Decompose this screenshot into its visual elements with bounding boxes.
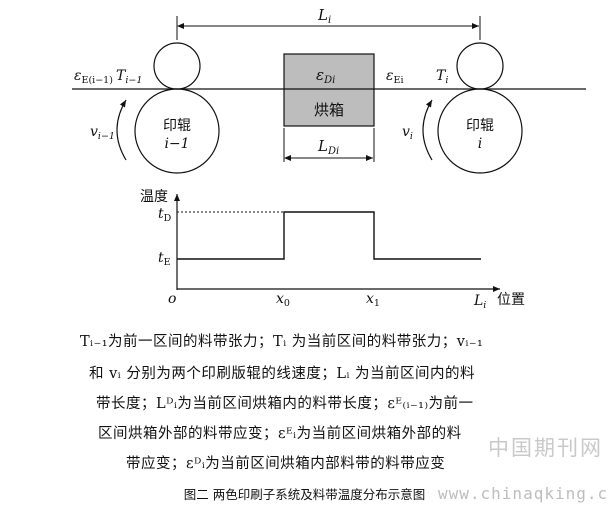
legend-line-4: 区间烘箱外部的料带应变；εᴱᵢ为当前区间烘箱外部的料	[98, 426, 462, 442]
left-roller-index: i−1	[164, 136, 189, 152]
printing-system-diagram: Li εDi 烘箱 LDi εE(i−1) Ti−1 εEi Ti 印辊 i−1…	[72, 6, 586, 311]
y-tick-td: tD	[158, 206, 172, 224]
legend-line-1: Tᵢ₋₁为前一区间的料带张力；Tᵢ 为当前区间的料带张力；vᵢ₋₁	[80, 334, 484, 350]
watermark-cn: 中国期刊网	[488, 436, 603, 460]
right-roller-label: 印辊	[466, 118, 494, 134]
left-strain-label: εE(i−1)	[74, 68, 113, 86]
right-upper-roller	[456, 42, 504, 90]
right-strain-label: εEi	[386, 68, 404, 86]
figure-title: 图二 两色印刷子系统及料带温度分布示意图	[183, 487, 426, 502]
temperature-profile	[177, 211, 481, 260]
left-tension-label: Ti−1	[116, 68, 142, 86]
x-tick-x0: x0	[276, 291, 290, 309]
right-rotation-arrow	[422, 99, 433, 161]
watermark-url: www.chinaqking.com	[438, 484, 609, 503]
oven-span-label: LDi	[317, 137, 339, 157]
left-upper-roller	[153, 42, 201, 90]
left-rotation-arrow	[116, 99, 127, 161]
x-origin: o	[168, 291, 176, 307]
right-tension-label: Ti	[436, 68, 448, 86]
left-roller-label: 印辊	[163, 118, 191, 134]
legend-line-2: 和 vᵢ 分别为两个印刷版辊的线速度；Lᵢ 为当前区间内的料	[89, 366, 475, 382]
oven-box	[283, 53, 375, 127]
plot-xlabel: 位置	[497, 292, 525, 308]
right-roller-index: i	[478, 136, 482, 152]
left-speed-label: vi−1	[90, 124, 115, 142]
x-tick-x1: x1	[366, 291, 380, 309]
y-tick-te: tE	[158, 250, 171, 268]
oven-strain-label: εDi	[316, 66, 335, 86]
span-li-label: Li	[317, 6, 331, 26]
legend-line-3: 带长度；Lᴰᵢ为当前区间烘箱内的料带长度；εᴱ₍ᵢ₋₁₎为前一	[96, 396, 474, 412]
right-print-roller	[437, 88, 523, 174]
plot-ylabel: 温度	[140, 189, 168, 205]
oven-label: 烘箱	[314, 101, 344, 119]
x-tick-li: Li	[473, 293, 486, 311]
left-print-roller	[134, 88, 220, 174]
right-speed-label: vi	[402, 124, 413, 142]
legend-line-5: 带应变；εᴰᵢ为当前区间烘箱内部料带的料带应变	[126, 456, 446, 472]
